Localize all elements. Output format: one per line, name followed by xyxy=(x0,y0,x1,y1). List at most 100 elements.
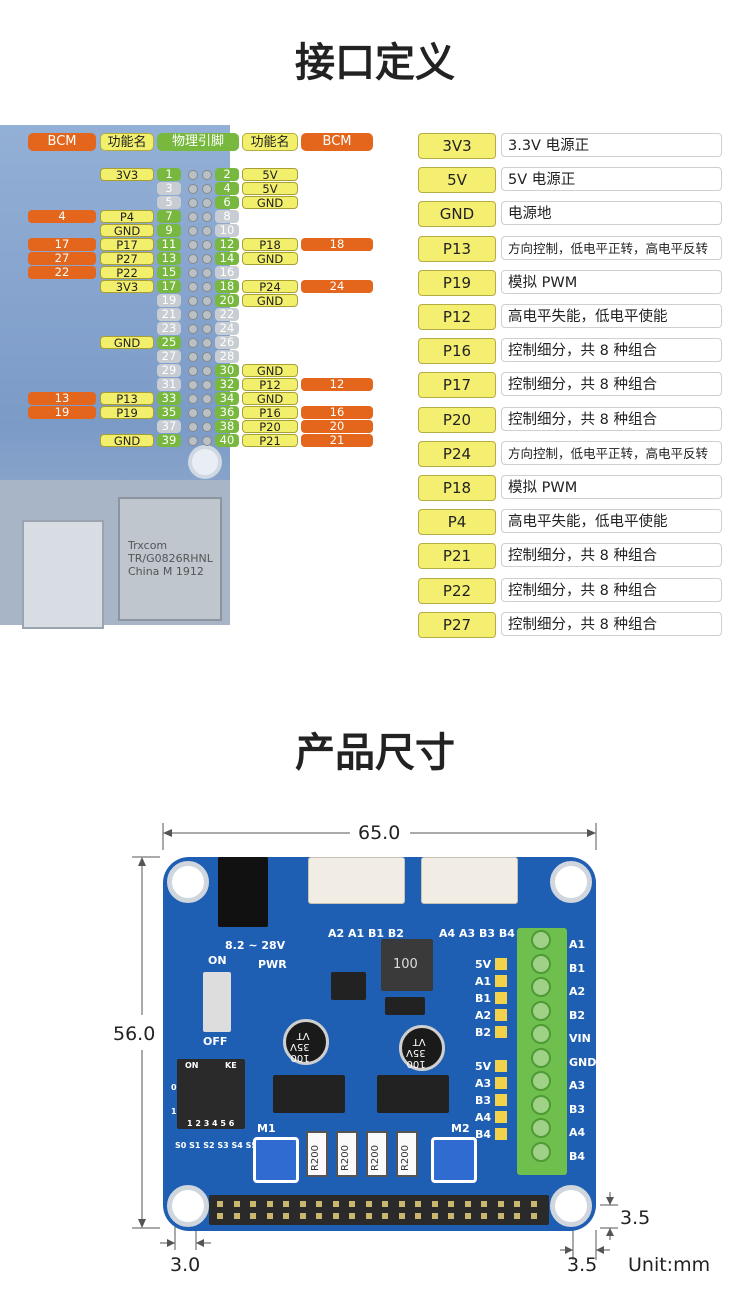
dim-width: 65.0 xyxy=(358,822,401,844)
gpio-pin xyxy=(233,1213,240,1219)
func-right: GND xyxy=(242,252,298,266)
screw-terminal xyxy=(517,928,567,1175)
header-pin xyxy=(188,310,198,320)
header-pin-label: 5V xyxy=(475,958,492,971)
legend-key: P18 xyxy=(418,475,496,501)
header-pin xyxy=(188,268,198,278)
gpio-pin xyxy=(332,1213,339,1219)
resistor-1-label: R200 xyxy=(310,1145,321,1172)
header-pin xyxy=(202,254,212,264)
header-pin-yellow xyxy=(495,1111,507,1123)
header-pin xyxy=(202,380,212,390)
gpio-pin xyxy=(415,1213,421,1219)
legend-desc: 控制细分，共 8 种组合 xyxy=(501,406,722,431)
terminal-screw xyxy=(531,1118,551,1138)
header-pin xyxy=(188,366,198,376)
pin-right: 4 xyxy=(215,182,239,195)
gpio-pin xyxy=(250,1201,256,1207)
terminal-label: A2 xyxy=(569,985,586,998)
header-pin-label: B3 xyxy=(475,1094,492,1107)
legend-desc: 模拟 PWM xyxy=(501,475,722,499)
legend-desc: 控制细分，共 8 种组合 xyxy=(501,543,722,568)
bcm-left: 19 xyxy=(28,406,96,419)
header-pin-label: 5V xyxy=(475,1060,492,1073)
potentiometer-m1 xyxy=(253,1137,299,1183)
pin-right: 12 xyxy=(215,238,239,251)
header-pin xyxy=(202,324,212,334)
func-left: P13 xyxy=(100,392,154,406)
bcm-right: 12 xyxy=(301,378,373,391)
func-left: GND xyxy=(100,224,154,238)
bcm-left: 13 xyxy=(28,392,96,405)
pin-right: 40 xyxy=(215,434,239,447)
legend-desc: 高电平失能，低电平使能 xyxy=(501,304,722,328)
mount-hole xyxy=(188,445,222,479)
header-func-left: 功能名 xyxy=(100,133,154,151)
func-right: P20 xyxy=(242,420,298,434)
motor-connector-right xyxy=(421,857,518,904)
pin-left: 33 xyxy=(157,392,181,405)
header-pin-label: A2 xyxy=(475,1009,492,1022)
header-pin xyxy=(202,240,212,250)
func-right: 5V xyxy=(242,182,298,196)
header-pin-label: B1 xyxy=(475,992,492,1005)
terminal-label: B4 xyxy=(569,1149,586,1163)
resistor-4-label: R200 xyxy=(400,1145,411,1172)
header-pin xyxy=(188,422,198,432)
gpio-pin xyxy=(365,1201,372,1207)
legend-desc: 电源地 xyxy=(501,201,722,226)
gpio-pin xyxy=(299,1201,306,1207)
pin-left: 9 xyxy=(157,224,181,237)
gpio-pin xyxy=(464,1201,471,1207)
terminal-label: A3 xyxy=(569,1079,586,1092)
gpio-pin xyxy=(266,1213,273,1219)
dim-hole-bottom: 3.5 xyxy=(620,1207,651,1229)
func-left: GND xyxy=(100,336,154,350)
func-right: GND xyxy=(242,196,298,210)
gpio-pin xyxy=(316,1213,322,1219)
header-pin xyxy=(188,212,198,222)
header-pin-yellow xyxy=(495,1128,507,1140)
header-pin xyxy=(188,184,198,194)
pin-left: 23 xyxy=(157,322,181,335)
header-pin xyxy=(202,226,212,236)
bcm-left: 27 xyxy=(28,252,96,265)
header-pin xyxy=(188,408,198,418)
ic-chip xyxy=(331,972,366,1000)
dip-on-label: ON xyxy=(185,1061,199,1070)
header-pin xyxy=(202,184,212,194)
pin-right: 20 xyxy=(215,294,239,307)
func-right: GND xyxy=(242,294,298,308)
bcm-right: 16 xyxy=(301,406,373,419)
terminal-label: B2 xyxy=(569,1008,586,1022)
gpio-pin xyxy=(415,1201,421,1207)
pin-right: 34 xyxy=(215,392,239,405)
legend-desc: 方向控制，低电平正转，高电平反转 xyxy=(501,235,722,260)
gpio-pin xyxy=(448,1213,454,1219)
func-right: P18 xyxy=(242,238,298,252)
gpio-pin xyxy=(316,1201,322,1207)
bcm-left: 22 xyxy=(28,266,96,279)
header-pin-label: A4 xyxy=(475,1111,492,1124)
gpio-pin xyxy=(497,1213,504,1219)
dip-ke-label: KE xyxy=(225,1061,237,1070)
pin-right: 28 xyxy=(215,350,239,363)
terminal-screw xyxy=(531,1094,551,1115)
header-pin xyxy=(188,254,198,264)
legend-desc: 5V 电源正 xyxy=(501,167,722,192)
gpio-pin xyxy=(448,1201,454,1207)
header-pin-label: B2 xyxy=(475,1026,492,1039)
header-pin-yellow xyxy=(495,1077,507,1089)
dip-numbers: 1 2 3 4 5 6 xyxy=(187,1119,235,1128)
header-pin xyxy=(188,338,198,348)
mount-hole-tr xyxy=(550,861,592,903)
gpio-pin xyxy=(481,1213,487,1219)
gpio-pin xyxy=(365,1213,372,1219)
pin-right: 38 xyxy=(215,420,239,433)
pin-left: 37 xyxy=(157,420,181,433)
func-right: GND xyxy=(242,392,298,406)
